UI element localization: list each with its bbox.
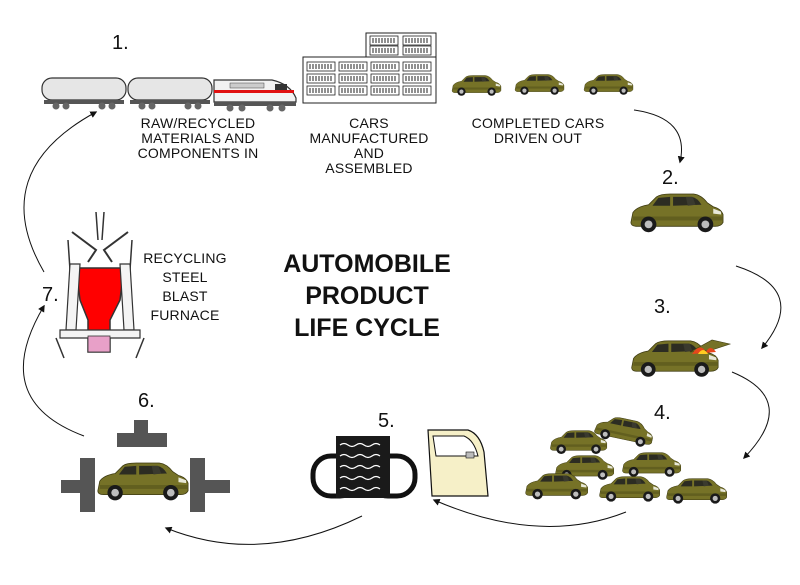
label-blast-furnace: RECYCLING STEEL BLAST FURNACE (136, 249, 234, 325)
title-line-1: AUTOMOBILE (283, 250, 451, 278)
label-raw-materials: RAW/RECYCLED MATERIALS AND COMPONENTS IN (128, 116, 268, 161)
maintenance-car (631, 339, 732, 378)
label-line: MATERIALS AND (141, 130, 255, 146)
label-line: DRIVEN OUT (493, 130, 583, 146)
driving-car (630, 193, 724, 233)
completed-cars (451, 74, 634, 97)
blast-furnace (55, 211, 145, 359)
label-line: CARS (349, 115, 389, 131)
step-number-5: 5. (378, 410, 395, 432)
label-line: AND (353, 145, 385, 161)
scrapped-car-pile (525, 412, 728, 504)
step-number-4: 4. (654, 402, 671, 424)
label-line: RAW/RECYCLED (140, 115, 256, 131)
step-number-1: 1. (112, 32, 129, 54)
label-line: FURNACE (150, 307, 220, 323)
step-number-7: 7. (42, 284, 59, 306)
label-completed-cars: COMPLETED CARS DRIVEN OUT (458, 116, 618, 146)
cycle-arrows (22, 109, 782, 545)
title-line-3: LIFE CYCLE (294, 314, 440, 342)
step-number-6: 6. (138, 390, 155, 412)
label-line: COMPONENTS IN (137, 145, 259, 161)
car-crusher (61, 420, 230, 512)
tires (310, 436, 418, 499)
label-line: MANUFACTURED (309, 130, 429, 146)
diagram-title: AUTOMOBILE PRODUCT LIFE CYCLE (262, 248, 472, 344)
label-line: RECYCLING (143, 250, 227, 266)
label-manufactured: CARS MANUFACTURED AND ASSEMBLED (302, 116, 436, 176)
label-line: ASSEMBLED (325, 160, 413, 176)
train (41, 77, 297, 112)
label-line: STEEL (162, 269, 208, 285)
step-number-2: 2. (662, 167, 679, 189)
car-door (427, 429, 489, 497)
factory (302, 32, 437, 104)
label-line: BLAST (162, 288, 208, 304)
step-number-3: 3. (654, 296, 671, 318)
label-line: COMPLETED CARS (471, 115, 605, 131)
title-line-2: PRODUCT (305, 282, 429, 310)
